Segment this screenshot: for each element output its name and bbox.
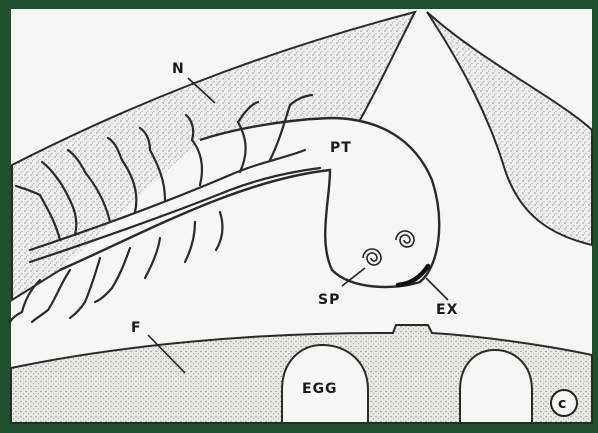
label-sp: SP	[318, 292, 340, 308]
panel-marker-label: c	[558, 396, 567, 412]
label-f: F	[131, 320, 142, 336]
label-egg: EGG	[302, 381, 338, 397]
label-pt: PT	[330, 140, 352, 156]
label-n: N	[172, 61, 185, 77]
label-ex: EX	[436, 302, 458, 318]
egg-shape-partial	[460, 350, 532, 423]
